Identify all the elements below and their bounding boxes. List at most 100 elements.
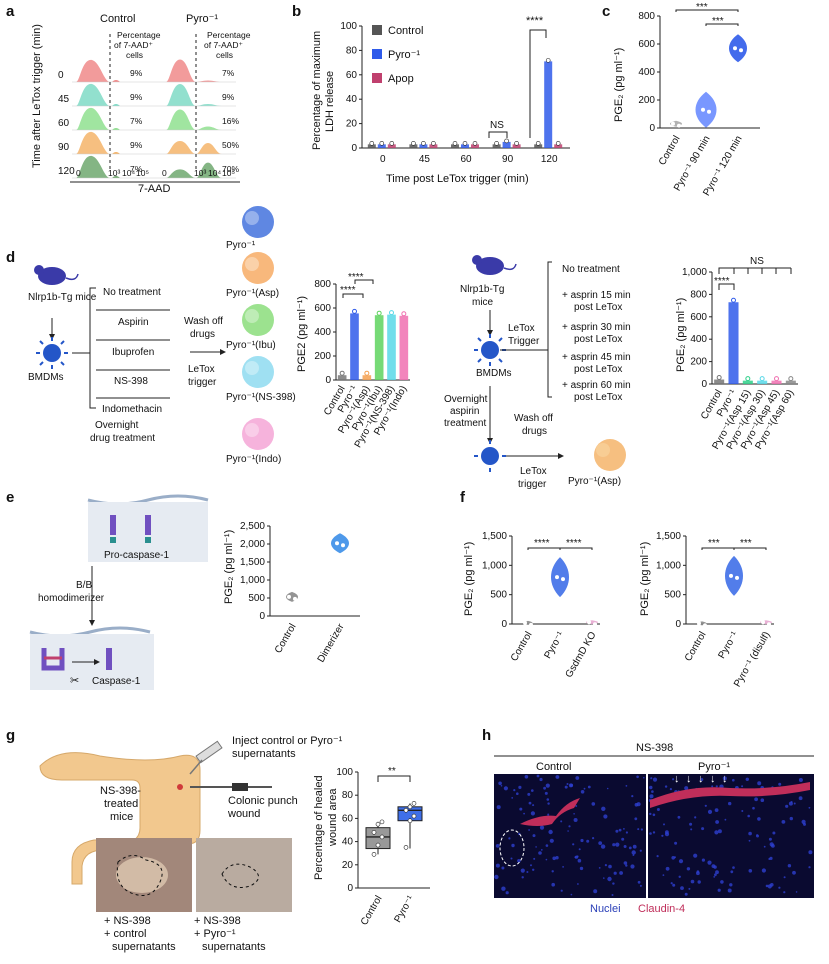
h-nucleus bbox=[612, 882, 615, 885]
h-nucleus bbox=[678, 859, 684, 864]
c-sig-1: *** bbox=[696, 2, 708, 13]
h-nucleus bbox=[603, 877, 605, 879]
b-bar bbox=[429, 144, 438, 148]
d-product-label: Pyro⁻¹(Indo) bbox=[226, 454, 281, 465]
a-pyro-histogram bbox=[166, 83, 222, 106]
h-nucleus bbox=[613, 871, 617, 875]
h-nucleus bbox=[686, 867, 691, 871]
panel-d-left-schematic: Nlrp1b-Tg mice BMDMs No treatment Aspiri… bbox=[28, 206, 296, 465]
fr-violin bbox=[725, 555, 743, 596]
dl-sig-bracket-2 bbox=[354, 279, 374, 284]
a-col-title-pyro: Pyro⁻¹ bbox=[186, 13, 218, 25]
fr-point bbox=[697, 621, 701, 626]
fr-point bbox=[729, 573, 733, 578]
h-nucleus bbox=[680, 886, 684, 890]
h-nucleus bbox=[783, 876, 786, 879]
e-violin bbox=[331, 533, 349, 554]
panel-e-schematic: Pro-caspase-1 B/B homodimerizer ✂ Caspas… bbox=[29, 494, 209, 690]
fr-point bbox=[767, 622, 771, 627]
a-xtick-control: 0 bbox=[76, 168, 81, 178]
dr-treat-4a: + asprin 60 min bbox=[562, 380, 631, 391]
b-point bbox=[535, 141, 541, 146]
h-nucleus bbox=[498, 781, 502, 786]
fl-violin bbox=[551, 557, 569, 598]
d-product-label: Pyro⁻¹(NS-398) bbox=[226, 392, 296, 403]
pyro-blob-highlight bbox=[245, 309, 259, 323]
b-bar bbox=[461, 144, 469, 148]
h-nucleus bbox=[543, 786, 546, 790]
h-nucleus bbox=[636, 775, 639, 779]
h-nucleus bbox=[677, 815, 681, 819]
pyro-blob-highlight bbox=[245, 361, 259, 375]
b-point bbox=[452, 141, 458, 146]
a-pct-header-4: Percentage bbox=[207, 30, 251, 40]
b-point bbox=[494, 141, 499, 146]
b-x-tick-label: 45 bbox=[419, 154, 431, 165]
fl-y-tick-label: 500 bbox=[490, 590, 507, 601]
a-pyro-pct: 70% bbox=[222, 164, 239, 174]
a-time-label: 45 bbox=[58, 94, 70, 105]
dl-ylabel: PGE2 (pg ml⁻¹) bbox=[296, 296, 308, 372]
h-nucleus bbox=[511, 797, 514, 799]
g-cap-right-2: + Pyro⁻¹ bbox=[194, 928, 236, 940]
h-nucleus bbox=[808, 866, 811, 869]
b-bar bbox=[451, 144, 459, 148]
b-legend-swatch bbox=[372, 25, 382, 35]
h-nucleus bbox=[608, 864, 612, 869]
h-nucleus bbox=[528, 801, 532, 805]
h-nucleus bbox=[570, 893, 573, 896]
h-nucleus bbox=[607, 876, 612, 882]
panel-letter-g: g bbox=[6, 727, 15, 744]
pyro-blob-icon bbox=[242, 252, 274, 284]
g-photo-control-wound bbox=[116, 857, 168, 893]
h-nucleus bbox=[501, 866, 505, 870]
h-nucleus bbox=[619, 871, 623, 875]
panel-letter-b: b bbox=[292, 3, 301, 20]
d-treatment-1: Aspirin bbox=[118, 317, 149, 328]
fl-sig-2: **** bbox=[566, 538, 582, 549]
panel-a-histograms: Control Pyro⁻¹ Percentage of 7-AAD⁺ cell… bbox=[31, 13, 251, 195]
h-nucleus bbox=[670, 882, 673, 885]
g-point bbox=[407, 804, 413, 810]
dr-treat-1a: + asprin 15 min bbox=[562, 290, 631, 301]
h-nucleus bbox=[637, 880, 641, 884]
b-x-tick-label: 90 bbox=[502, 154, 514, 165]
dr-letox-1: LeTox bbox=[508, 323, 535, 334]
a-control-tail bbox=[112, 176, 120, 178]
e-x-label: Control bbox=[273, 622, 299, 655]
a-control-histogram bbox=[76, 131, 110, 154]
dr-letox2-1: LeTox bbox=[520, 466, 547, 477]
down-arrow-icon: ↓ bbox=[686, 773, 692, 785]
e-y-tick-label: 500 bbox=[248, 593, 265, 604]
panel-e-chart: PGE₂ (pg ml⁻¹) 05001,0001,5002,0002,500C… bbox=[223, 521, 360, 665]
b-legend-label: Pyro⁻¹ bbox=[388, 49, 420, 61]
h-nucleus bbox=[540, 849, 543, 851]
h-nucleus bbox=[652, 831, 656, 834]
fl-x-label: Pyro⁻¹ bbox=[542, 629, 566, 660]
dl-y-tick-label: 200 bbox=[314, 351, 331, 362]
h-nucleus bbox=[551, 882, 555, 887]
h-nucleus bbox=[715, 820, 719, 824]
d-letox-1: LeTox bbox=[188, 364, 215, 375]
a-control-pct: 9% bbox=[130, 92, 143, 102]
h-nucleus bbox=[650, 777, 653, 780]
panel-letter-f: f bbox=[460, 489, 466, 506]
h-nucleus bbox=[615, 829, 619, 833]
g-inject-2: supernatants bbox=[232, 748, 296, 760]
h-nucleus bbox=[639, 849, 642, 852]
a-time-label: 90 bbox=[58, 142, 70, 153]
g-cap-left-1: + NS-398 bbox=[104, 915, 151, 927]
h-nucleus bbox=[754, 797, 758, 802]
a-control-tail bbox=[112, 152, 120, 154]
b-y-tick-label: 100 bbox=[340, 21, 357, 32]
fr-y-tick-label: 1,500 bbox=[656, 531, 681, 542]
a-time-label: 0 bbox=[58, 70, 64, 81]
fr-x-label: Pyro⁻¹ bbox=[716, 629, 740, 660]
b-point bbox=[462, 141, 468, 146]
h-nucleus bbox=[521, 876, 524, 879]
h-nucleus bbox=[601, 806, 606, 811]
e-y-tick-label: 1,000 bbox=[240, 575, 265, 586]
e-y-tick-label: 2,500 bbox=[240, 521, 265, 532]
h-nucleus bbox=[539, 777, 543, 782]
h-nucleus bbox=[631, 795, 634, 798]
